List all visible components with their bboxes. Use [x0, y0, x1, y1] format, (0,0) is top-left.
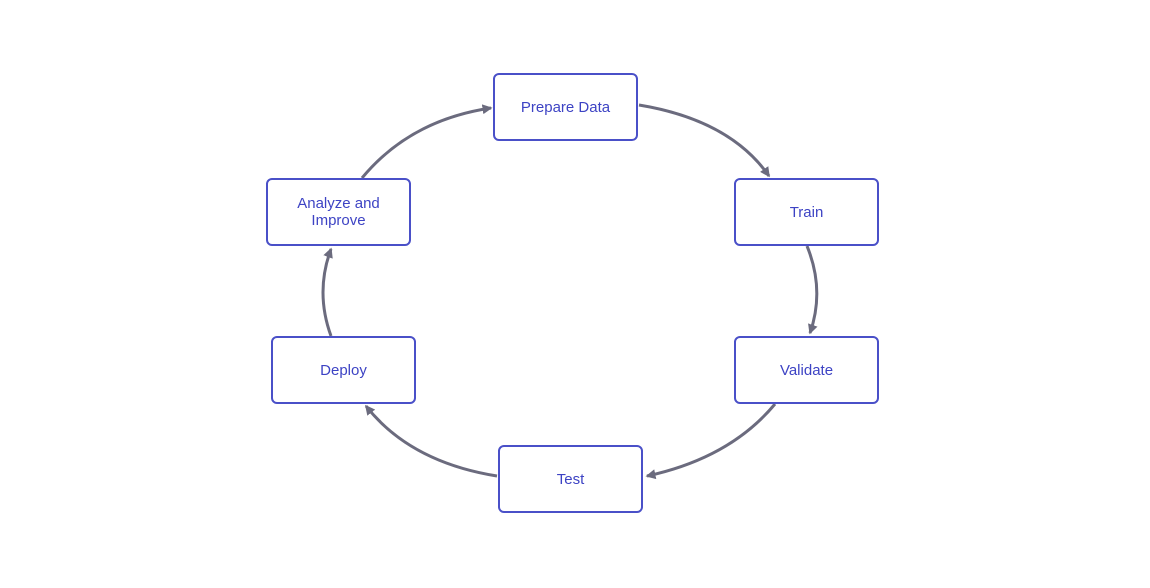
edge-train-to-validate	[805, 245, 819, 335]
node-label: Analyze and Improve	[297, 195, 380, 229]
node-label: Deploy	[320, 361, 367, 379]
edge-test-to-deploy	[364, 404, 498, 478]
edge-deploy-to-analyze	[321, 247, 333, 337]
node-label: Train	[789, 203, 824, 221]
edge-analyze-to-prepare	[360, 104, 493, 179]
node-analyze-and-improve: Analyze and Improve	[266, 178, 411, 246]
node-test: Test	[498, 445, 643, 513]
node-label: Validate	[779, 361, 834, 379]
node-deploy: Deploy	[271, 336, 416, 404]
edge-prepare-to-train	[638, 103, 771, 178]
node-label: Prepare Data	[520, 98, 611, 116]
node-validate: Validate	[734, 336, 879, 404]
node-train: Train	[734, 178, 879, 246]
node-label: Test	[556, 470, 585, 488]
edge-validate-to-test	[645, 403, 777, 480]
node-prepare-data: Prepare Data	[493, 73, 638, 141]
